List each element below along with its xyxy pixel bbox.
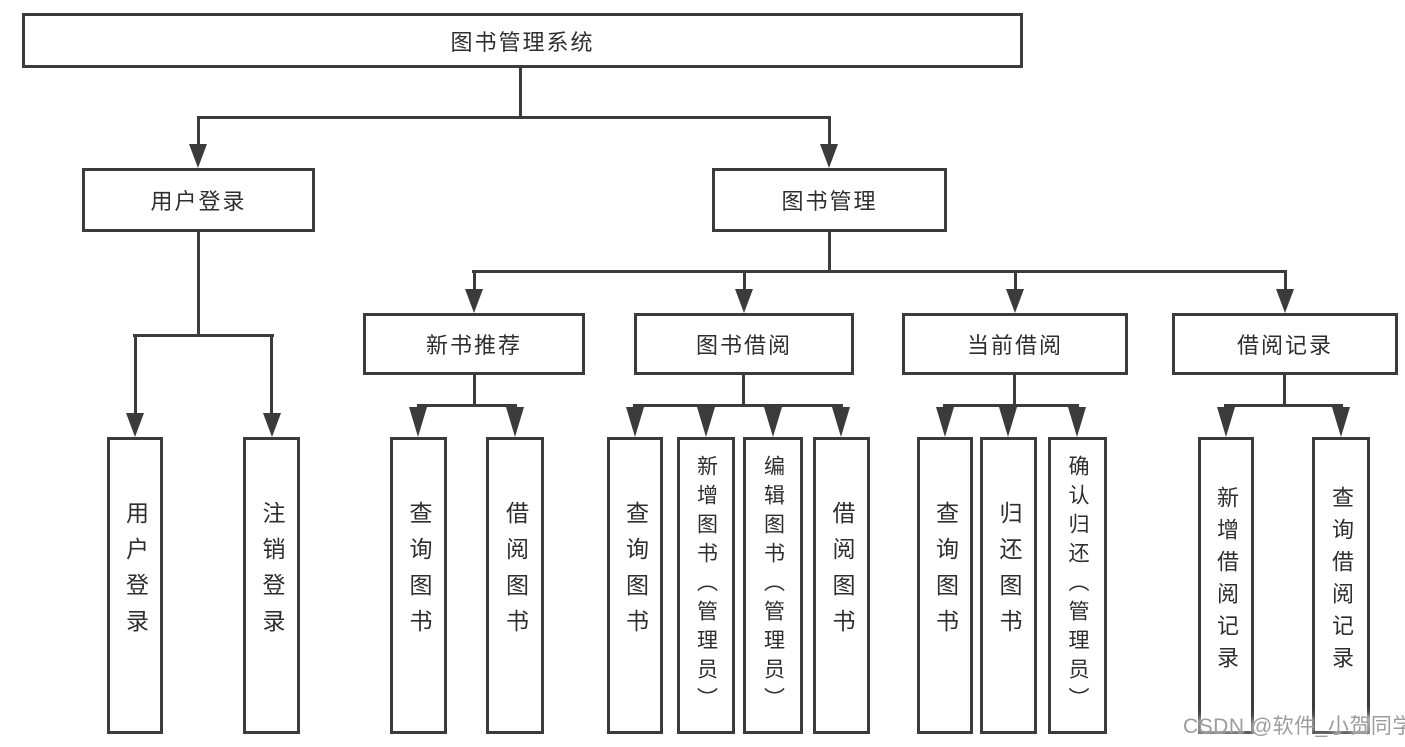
leaf-bb-add-book-admin: 新增图书（管理员） xyxy=(677,437,735,734)
connector-drop-new-book xyxy=(473,273,476,290)
leaf-label: 注销登录 xyxy=(259,500,285,645)
arrowhead-book-borrowing xyxy=(735,289,753,313)
leaf-bb-query-books: 查询图书 xyxy=(607,437,663,734)
node-label: 图书借阅 xyxy=(695,333,792,358)
arrowhead-leaf-user-login xyxy=(126,413,144,437)
connector-newbook-stem xyxy=(473,375,476,406)
leaf-logout: 注销登录 xyxy=(243,437,300,734)
node-current-borrowing: 当前借阅 xyxy=(902,313,1128,375)
connector-userlogin-rail xyxy=(133,334,274,337)
node-library-management-system: 图书管理系统 xyxy=(22,13,1023,68)
connector-current-stem xyxy=(1013,375,1016,406)
arrowhead-leaf-logout xyxy=(263,413,281,437)
leaf-nb-query-books: 查询图书 xyxy=(390,437,447,734)
leaf-label: 用户登录 xyxy=(122,500,149,645)
node-label: 借阅记录 xyxy=(1236,333,1333,358)
leaf-label: 查询图书 xyxy=(932,500,959,645)
connector-records-stem xyxy=(1283,375,1286,406)
arrowhead-cb-query-books xyxy=(936,407,954,437)
arrowhead-user-login xyxy=(189,144,207,168)
connector-drop-leaf-user-login xyxy=(134,337,137,414)
connector-records-rail xyxy=(1224,404,1343,407)
leaf-user-login: 用户登录 xyxy=(107,437,163,734)
leaf-bb-edit-book-admin: 编辑图书（管理员） xyxy=(743,437,803,734)
arrowhead-borrowing-records xyxy=(1276,289,1294,313)
leaf-label: 查询图书 xyxy=(622,500,649,645)
connector-borrowing-stem xyxy=(742,375,745,406)
arrowhead-cb-return-books xyxy=(999,407,1017,437)
connector-drop-current-borrowing xyxy=(1014,273,1017,290)
leaf-label: 查询借阅记录 xyxy=(1329,485,1354,678)
arrowhead-br-query-record xyxy=(1332,407,1350,437)
arrowhead-nb-query-books xyxy=(409,407,427,437)
arrowhead-new-book xyxy=(465,289,483,313)
connector-bookmgmt-stem xyxy=(828,232,831,273)
csdn-watermark: CSDN @软件_小贺同学 xyxy=(1183,715,1405,738)
node-label: 用户登录 xyxy=(150,189,247,214)
leaf-label: 归还图书 xyxy=(996,500,1022,645)
arrowhead-cb-confirm-return xyxy=(1068,407,1086,437)
leaf-label: 新增图书（管理员） xyxy=(694,455,718,716)
leaf-label: 查询图书 xyxy=(406,500,432,645)
connector-current-rail xyxy=(943,404,1079,407)
connector-root-stem xyxy=(519,68,522,117)
leaf-nb-borrow-books: 借阅图书 xyxy=(486,437,544,734)
arrowhead-bb-add-book xyxy=(697,407,715,437)
node-label: 新书推荐 xyxy=(425,333,522,358)
connector-drop-leaf-logout xyxy=(270,337,273,414)
node-label: 图书管理 xyxy=(781,189,878,214)
leaf-label: 新增借阅记录 xyxy=(1214,485,1239,678)
node-label: 当前借阅 xyxy=(966,333,1063,358)
arrowhead-book-management xyxy=(820,144,838,168)
arrowhead-br-add-record xyxy=(1217,407,1235,437)
node-borrowing-records: 借阅记录 xyxy=(1172,313,1398,375)
leaf-cb-confirm-return-admin: 确认归还（管理员） xyxy=(1048,437,1107,734)
connector-borrowing-rail xyxy=(633,404,843,407)
leaf-label: 确认归还（管理员） xyxy=(1066,455,1089,716)
connector-level2-rail xyxy=(197,116,831,119)
node-label: 图书管理系统 xyxy=(450,29,595,55)
arrowhead-current-borrowing xyxy=(1006,289,1024,313)
node-new-book-recommendation: 新书推荐 xyxy=(363,313,585,375)
node-user-login: 用户登录 xyxy=(82,168,315,232)
leaf-label: 编辑图书（管理员） xyxy=(761,455,785,716)
node-book-management: 图书管理 xyxy=(712,168,947,232)
connector-level3-rail xyxy=(472,270,1287,273)
connector-userlogin-stem xyxy=(197,232,200,337)
connector-drop-user-login xyxy=(197,119,200,145)
leaf-cb-query-books: 查询图书 xyxy=(917,437,973,734)
arrowhead-bb-borrow-books xyxy=(832,407,850,437)
connector-drop-borrowing-records xyxy=(1284,273,1287,290)
connector-newbook-rail xyxy=(417,404,517,407)
leaf-label: 借阅图书 xyxy=(829,500,855,645)
connector-drop-book-management xyxy=(828,119,831,145)
leaf-bb-borrow-books: 借阅图书 xyxy=(813,437,870,734)
leaf-br-add-record: 新增借阅记录 xyxy=(1198,437,1254,734)
leaf-cb-return-books: 归还图书 xyxy=(980,437,1037,734)
connector-drop-book-borrowing xyxy=(743,273,746,290)
leaf-label: 借阅图书 xyxy=(502,500,529,645)
arrowhead-nb-borrow-books xyxy=(506,407,524,437)
node-book-borrowing: 图书借阅 xyxy=(634,313,854,375)
leaf-br-query-record: 查询借阅记录 xyxy=(1312,437,1370,734)
arrowhead-bb-query-books xyxy=(626,407,644,437)
arrowhead-bb-edit-book xyxy=(764,407,782,437)
